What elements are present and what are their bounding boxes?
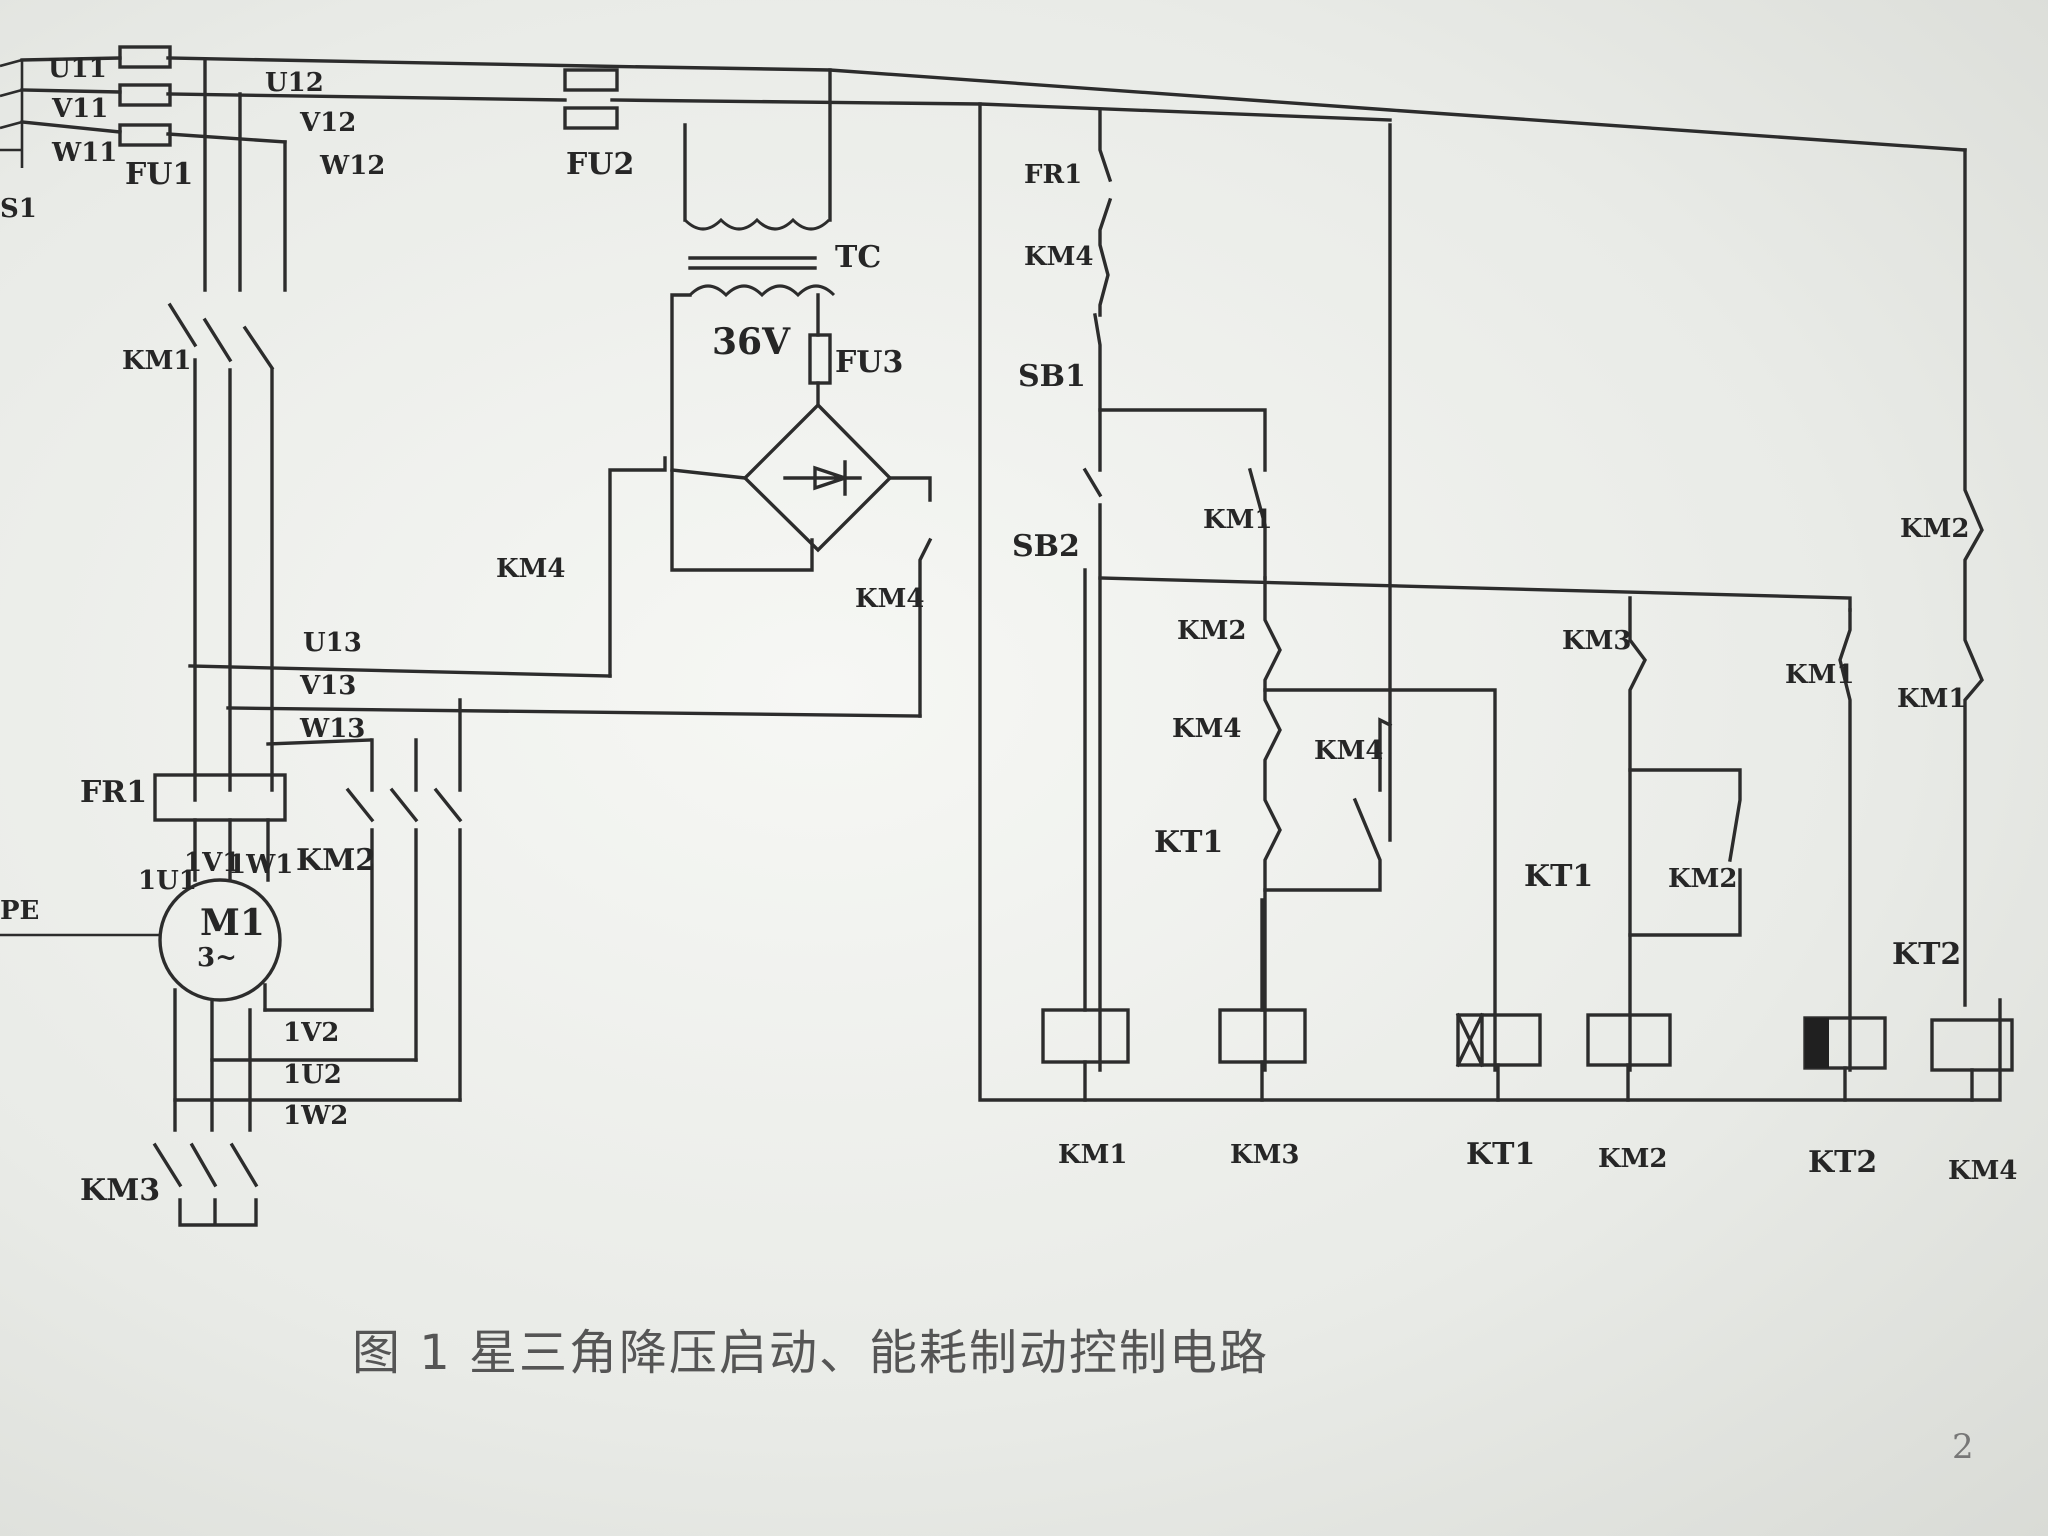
- label-km3-nc: KM3: [1562, 626, 1632, 656]
- label-km1-km4: KM1: [1897, 684, 1967, 714]
- label-v13: V13: [300, 671, 357, 701]
- label-km4-rect-right: KM4: [855, 584, 925, 614]
- label-kt1-no: KT1: [1524, 859, 1594, 894]
- label-u12: U12: [265, 68, 324, 98]
- label-s1: S1: [0, 194, 37, 224]
- label-coil-kt2: KT2: [1808, 1145, 1878, 1180]
- label-1v2: 1V2: [283, 1018, 340, 1048]
- label-36v: 36V: [712, 321, 791, 363]
- label-v11: V11: [52, 94, 109, 124]
- label-u11: U11: [48, 54, 107, 84]
- label-km4-interlock: KM4: [1172, 714, 1242, 744]
- label-km2-main: KM2: [296, 843, 377, 878]
- label-km2-hold: KM2: [1668, 864, 1738, 894]
- label-1v1: 1V1: [184, 848, 241, 878]
- power-circuit: [0, 58, 933, 1227]
- label-km2-interlock: KM2: [1177, 616, 1247, 646]
- control-circuit: [978, 102, 2014, 1102]
- label-kt2-nc: KT2: [1892, 937, 1962, 972]
- label-tc: TC: [835, 240, 882, 275]
- label-coil-km2: KM2: [1598, 1144, 1668, 1174]
- label-kt1-nc: KT1: [1154, 825, 1224, 860]
- label-coil-kt1: KT1: [1466, 1137, 1536, 1172]
- label-w11: W11: [52, 138, 118, 168]
- page-number: 2: [1952, 1427, 1974, 1467]
- label-km1-main: KM1: [122, 346, 192, 376]
- label-coil-km3: KM3: [1230, 1140, 1300, 1170]
- label-pe: PE: [0, 896, 40, 926]
- fu1-fuses: [118, 45, 172, 147]
- figure-caption: 图 1 星三角降压启动、能耗制动控制电路: [352, 1325, 1270, 1381]
- label-coil-km4: KM4: [1948, 1156, 2018, 1186]
- label-1u1: 1U1: [138, 866, 197, 896]
- label-motor-phase: 3~: [197, 943, 237, 973]
- label-motor: M1: [200, 902, 265, 944]
- label-1w1: 1W1: [228, 850, 294, 880]
- label-fu2: FU2: [566, 147, 635, 182]
- label-km1-hold: KM1: [1203, 505, 1273, 535]
- label-1w2: 1W2: [283, 1101, 349, 1131]
- label-sb1: SB1: [1018, 359, 1086, 394]
- label-fr1-ctrl: FR1: [1024, 160, 1083, 190]
- label-1u2: 1U2: [283, 1060, 342, 1090]
- transformer-rectifier: [670, 68, 932, 572]
- fu2-fuses: [563, 68, 619, 130]
- label-sb2: SB2: [1012, 529, 1080, 564]
- label-coil-km1: KM1: [1058, 1140, 1128, 1170]
- label-km4-nc-top: KM4: [1024, 242, 1094, 272]
- label-w12: W12: [320, 151, 386, 181]
- label-fr1-heater: FR1: [80, 775, 148, 810]
- label-fu1: FU1: [125, 157, 194, 192]
- label-u13: U13: [303, 628, 362, 658]
- label-fu3: FU3: [835, 345, 904, 380]
- label-km4-side: KM4: [1314, 736, 1384, 766]
- label-km3-main: KM3: [80, 1173, 161, 1208]
- label-km2-km4: KM2: [1900, 514, 1970, 544]
- label-km4-rect-left: KM4: [496, 554, 566, 584]
- label-km1-kt2: KM1: [1785, 660, 1855, 690]
- label-v12: V12: [300, 108, 357, 138]
- label-w13: W13: [300, 714, 366, 744]
